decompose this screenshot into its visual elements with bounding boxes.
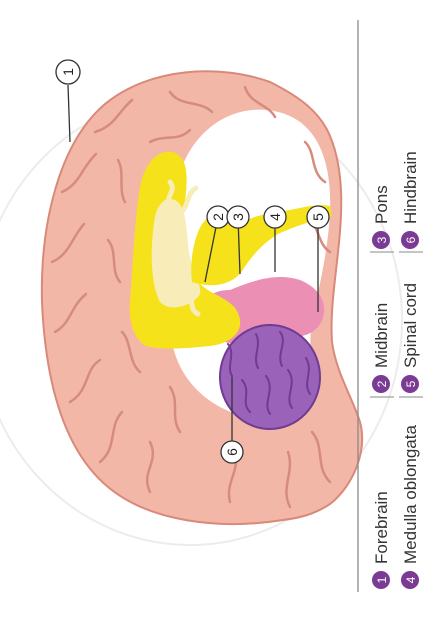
legend-item-medulla-oblongata: 4 Medulla oblongata [401, 425, 420, 589]
legend-number-1: 1 [375, 576, 389, 583]
callout-number-3: 3 [230, 213, 246, 221]
legend-item-pons: 3 Pons [372, 185, 391, 249]
legend-label-pons: Pons [372, 185, 391, 224]
legend-label-midbrain: Midbrain [372, 303, 391, 368]
legend-number-5: 5 [404, 380, 418, 387]
callout-number-4: 4 [267, 213, 283, 221]
legend-number-6: 6 [404, 236, 418, 243]
legend-number-3: 3 [375, 236, 389, 243]
legend-item-forebrain: 1 Forebrain [372, 491, 391, 589]
callout-line-1 [68, 85, 70, 142]
callout-number-5: 5 [310, 213, 326, 221]
legend-label-forebrain: Forebrain [372, 491, 391, 564]
legend-item-hindbrain: 6 Hindbrain [401, 151, 420, 249]
legend-item-spinal-cord: 5 Spinal cord [401, 283, 420, 393]
legend-number-4: 4 [404, 576, 418, 583]
callout-number-6: 6 [224, 448, 240, 456]
callout-number-1: 1 [60, 68, 76, 76]
cerebellum [220, 325, 320, 429]
legend-item-midbrain: 2 Midbrain [372, 303, 391, 393]
callout-number-2: 2 [210, 213, 226, 221]
legend-number-2: 2 [375, 380, 389, 387]
legend-label-spinal-cord: Spinal cord [401, 283, 420, 368]
legend-label-hindbrain: Hindbrain [401, 151, 420, 224]
legend-label-medulla-oblongata: Medulla oblongata [401, 425, 420, 564]
rotated-figure: 1 2 3 4 5 6 [0, 20, 423, 592]
